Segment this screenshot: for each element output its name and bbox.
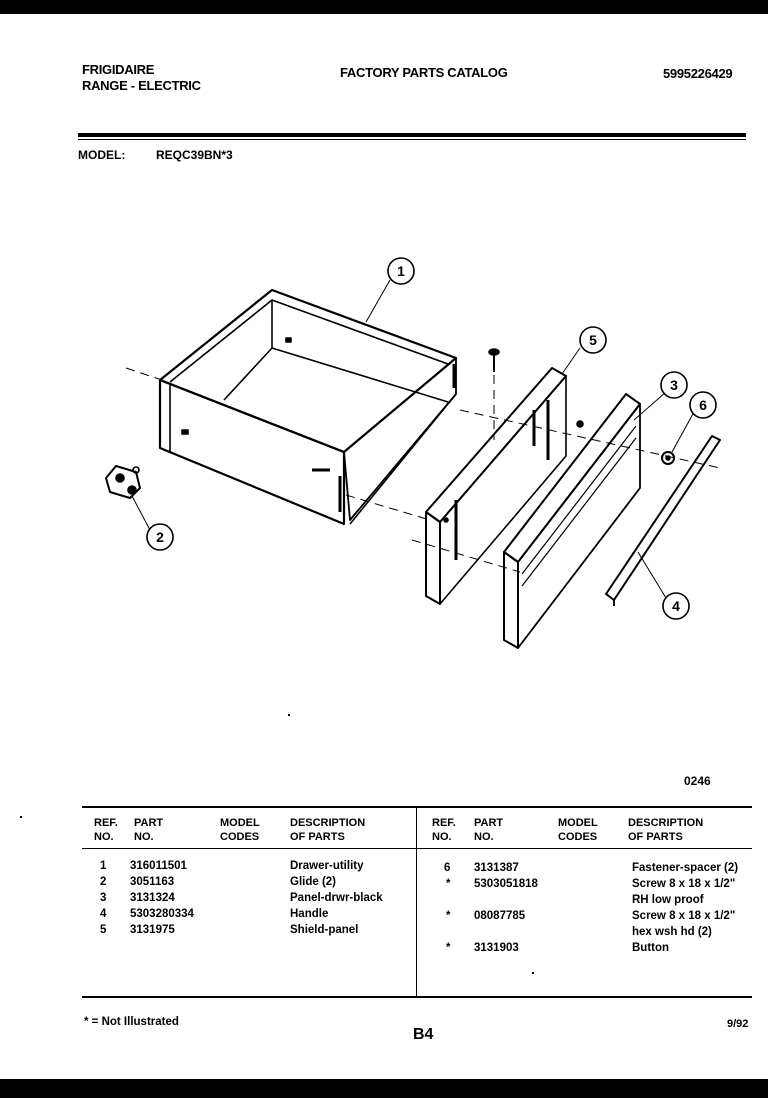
- part-description: RH low proof: [632, 894, 704, 906]
- header-ref-no-right: REF. NO.: [432, 817, 456, 843]
- scan-speck: [288, 714, 290, 716]
- exploded-parts-diagram: 1 2 3 4 5 6: [105, 257, 721, 649]
- callout-4: 4: [662, 592, 690, 620]
- callout-1-label: 1: [397, 263, 405, 279]
- callout-3: 3: [660, 371, 688, 399]
- part-description: Shield-panel: [290, 924, 359, 936]
- callout-5: 5: [579, 326, 607, 354]
- part-description: Screw 8 x 18 x 1/2": [632, 878, 736, 890]
- part-no: 316011501: [130, 860, 187, 872]
- callout-2-label: 2: [156, 529, 164, 545]
- part-description: Panel-drwr-black: [290, 892, 383, 904]
- part-description: Handle: [290, 908, 329, 920]
- fastener-spacer-part: [661, 451, 675, 465]
- ref-no: 2: [100, 876, 107, 888]
- scan-speck: [532, 972, 534, 974]
- part-description: Button: [632, 942, 670, 954]
- callout-2: 2: [146, 523, 174, 551]
- figure-code: 0246: [684, 774, 711, 788]
- ref-no: 1: [100, 860, 107, 872]
- callout-3-label: 3: [670, 377, 678, 393]
- part-description: Screw 8 x 18 x 1/2": [632, 910, 736, 922]
- header-rule-thin: [78, 139, 746, 140]
- callout-5-label: 5: [589, 332, 597, 348]
- catalog-number: 5995226429: [663, 66, 733, 81]
- part-no: 5303051818: [474, 878, 538, 890]
- callout-4-label: 4: [672, 598, 680, 614]
- part-no: 3131975: [130, 924, 175, 936]
- page-number: B4: [413, 1026, 434, 1043]
- callout-1: 1: [387, 257, 415, 285]
- callout-6-label: 6: [699, 397, 707, 413]
- part-description: hex wsh hd (2): [632, 926, 712, 938]
- assembly-axis-lines: [125, 360, 721, 573]
- part-no: 3131324: [130, 892, 175, 904]
- table-column-divider: [416, 806, 417, 998]
- not-illustrated-note: * = Not Illustrated: [84, 1016, 179, 1028]
- header-part-no-right: PART NO.: [474, 817, 504, 843]
- table-top-rule: [82, 806, 752, 808]
- ref-no: 4: [100, 908, 107, 920]
- table-bottom-rule: [82, 996, 752, 998]
- part-description: Fastener-spacer (2): [632, 862, 739, 874]
- revision-date: 9/92: [727, 1018, 749, 1030]
- part-no: 3131387: [474, 862, 519, 874]
- part-no: 08087785: [474, 910, 526, 922]
- header-description-left: DESCRIPTION OF PARTS: [290, 817, 366, 843]
- glide-part: [105, 465, 141, 499]
- header-ref-no-left: REF. NO.: [94, 817, 118, 843]
- model-label: MODEL:: [78, 148, 126, 162]
- model-number: REQC39BN*3: [156, 148, 233, 162]
- callout-6: 6: [689, 391, 717, 419]
- part-no: 5303280334: [130, 908, 194, 920]
- screw-part: [488, 348, 500, 372]
- header-model-codes-right: MODEL CODES: [558, 817, 598, 843]
- part-no: 3051163: [130, 876, 175, 888]
- ref-no: 3: [100, 892, 107, 904]
- ref-no: 6: [444, 862, 451, 874]
- parts-table: REF. NO. PART NO. MODEL CODES DESCRIPTIO…: [82, 806, 752, 998]
- drawer-front-panel-part: [503, 393, 641, 649]
- part-description: Drawer-utility: [290, 860, 364, 872]
- shield-panel-part: [425, 367, 567, 605]
- part-no: 3131903: [474, 942, 519, 954]
- ref-no: *: [446, 910, 451, 922]
- scan-bottom-border: [0, 1079, 768, 1098]
- scan-top-border: [0, 0, 768, 14]
- ref-no: 5: [100, 924, 107, 936]
- header-rule-thick: [78, 133, 746, 137]
- header-model-codes-left: MODEL CODES: [220, 817, 260, 843]
- drawer-utility-part: [158, 288, 458, 526]
- header-part-no-left: PART NO.: [134, 817, 164, 843]
- ref-no: *: [446, 942, 451, 954]
- part-description: Glide (2): [290, 876, 337, 888]
- table-header-rule: [82, 848, 752, 849]
- scan-speck: [20, 816, 22, 818]
- catalog-title: FACTORY PARTS CATALOG: [340, 65, 508, 80]
- brand-name: FRIGIDAIRE: [82, 62, 155, 77]
- callout-leader-lines: [131, 279, 695, 599]
- product-line: RANGE - ELECTRIC: [82, 78, 201, 93]
- ref-no: *: [446, 878, 451, 890]
- header-description-right: DESCRIPTION OF PARTS: [628, 817, 704, 843]
- handle-part: [605, 435, 721, 606]
